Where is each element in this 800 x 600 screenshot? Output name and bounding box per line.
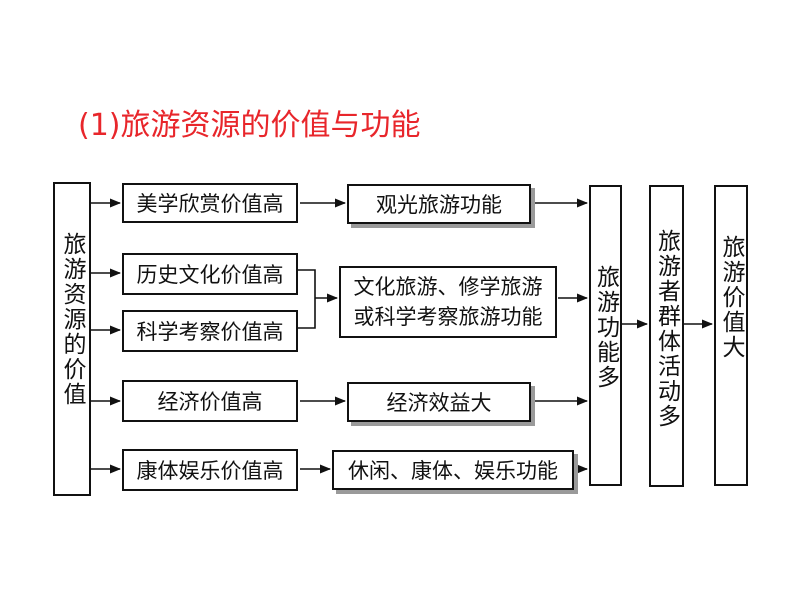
value-label: 历史文化价值高 — [136, 263, 284, 287]
value-box-aesthetic: 美学欣赏价值高 — [122, 183, 298, 223]
value-label: 康体娱乐价值高 — [136, 459, 284, 483]
function-box-leisure: 休闲、康体、娱乐功能 — [332, 450, 574, 490]
value-box-economic: 经济价值高 — [122, 380, 298, 422]
function-label: 观光旅游功能 — [376, 193, 502, 217]
result-label: 旅游价值大 — [718, 235, 744, 360]
root-box: 旅游资源的价值 — [53, 182, 91, 496]
value-box-leisure: 康体娱乐价值高 — [122, 449, 298, 491]
function-box-culture: 文化旅游、修学旅游 或科学考察旅游功能 — [339, 266, 557, 338]
result-box-functions: 旅游功能多 — [589, 185, 622, 486]
root-label: 旅游资源的价值 — [59, 232, 85, 407]
value-box-science: 科学考察价值高 — [122, 310, 298, 352]
function-box-economic: 经济效益大 — [347, 382, 531, 422]
result-label: 旅游者群体活动多 — [653, 229, 680, 429]
value-box-history: 历史文化价值高 — [122, 253, 298, 295]
function-label-line2: 或科学考察旅游功能 — [353, 305, 543, 329]
result-box-tourists: 旅游者群体活动多 — [649, 185, 684, 487]
value-label: 美学欣赏价值高 — [136, 192, 284, 216]
value-label: 科学考察价值高 — [136, 320, 284, 344]
function-box-sightseeing: 观光旅游功能 — [347, 184, 531, 224]
page-title: (1)旅游资源的价值与功能 — [78, 108, 421, 143]
value-label: 经济价值高 — [157, 390, 263, 414]
function-label: 休闲、康体、娱乐功能 — [348, 459, 558, 483]
function-label: 经济效益大 — [386, 391, 492, 415]
function-label-line1: 文化旅游、修学旅游 — [353, 275, 543, 299]
result-label: 旅游功能多 — [592, 265, 619, 390]
result-box-value: 旅游价值大 — [714, 185, 748, 486]
